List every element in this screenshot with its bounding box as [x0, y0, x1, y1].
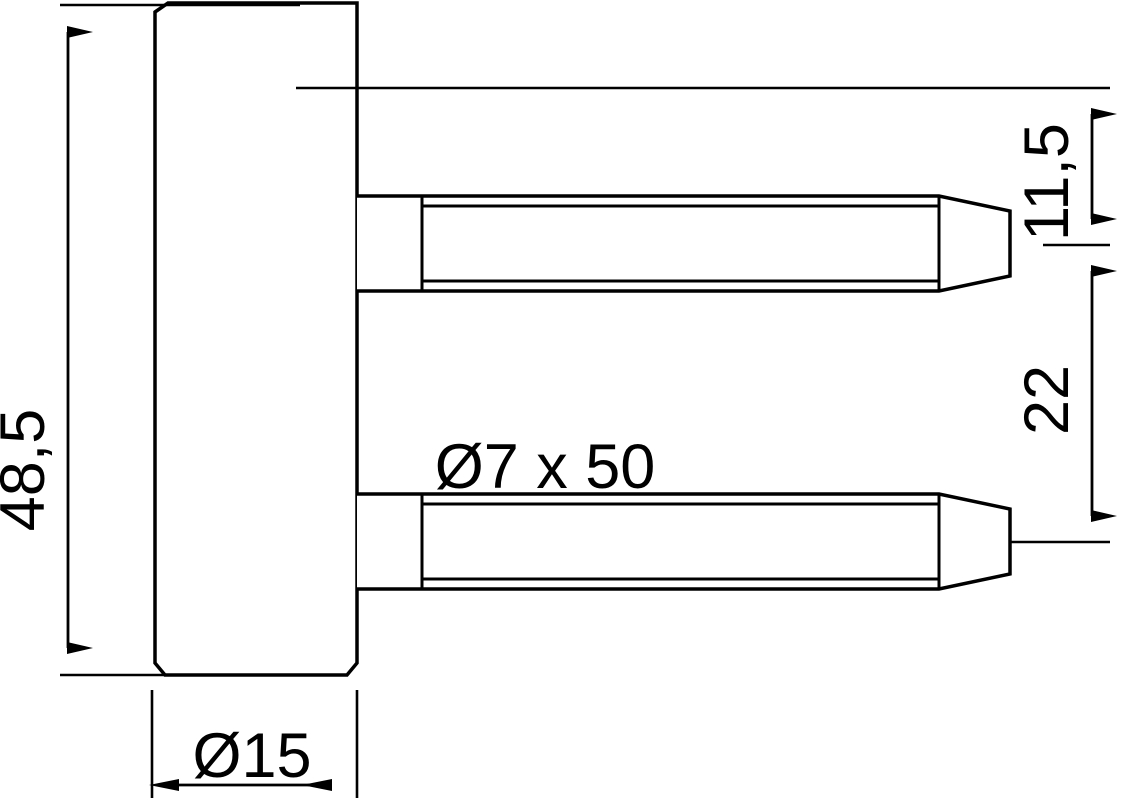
dimension-pin-spec: Ø7 x 50 — [435, 432, 656, 502]
mounting-plate-outline — [153, 1, 359, 677]
lower-pin-body-outline — [357, 492, 1012, 591]
dimension-label-plate-width: Ø15 — [192, 721, 311, 791]
dimension-label-pin-offset-top: 11,5 — [1012, 123, 1082, 241]
dimension-pin-spacing: 22 — [1012, 265, 1117, 522]
upper-pin-body-outline — [357, 194, 1012, 293]
dimension-plate-width: Ø15 — [149, 721, 332, 791]
dimension-pin-offset-top: 11,5 — [1012, 108, 1117, 241]
dimension-label-pin-spec: Ø7 x 50 — [435, 432, 656, 502]
dimension-label-overall-height: 48,5 — [0, 409, 58, 532]
dimension-label-pin-spacing: 22 — [1012, 365, 1082, 435]
upper-pin — [357, 194, 1012, 293]
dimension-overall-height: 48,5 — [0, 26, 93, 654]
mounting-plate — [153, 1, 359, 677]
extension-lines — [60, 3, 1110, 798]
lower-pin — [357, 492, 1012, 591]
